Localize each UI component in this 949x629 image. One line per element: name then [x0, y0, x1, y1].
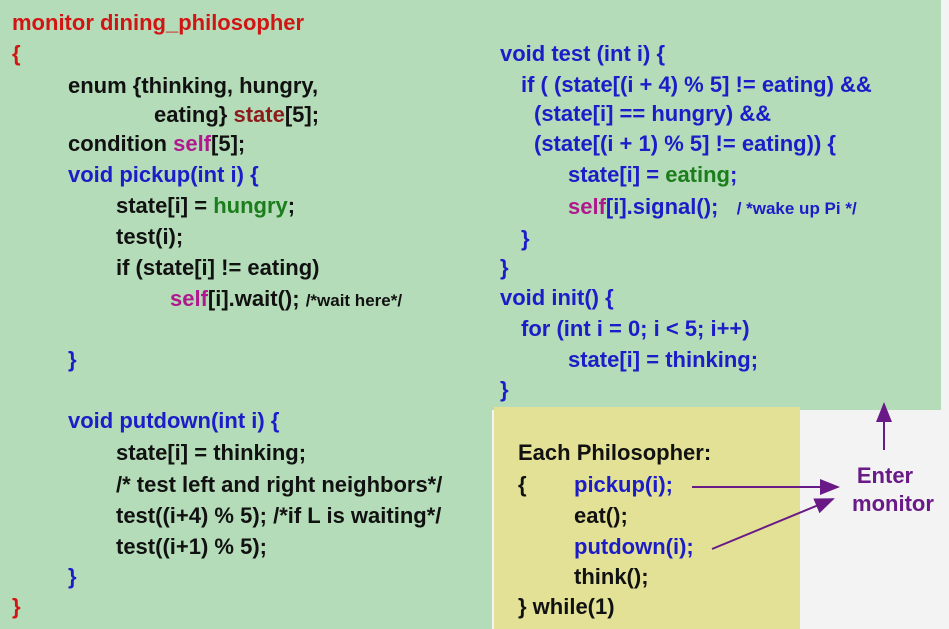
putdown-close: } [68, 564, 77, 589]
test-close: } [500, 255, 509, 280]
monitor-title: monitor dining_philosopher [12, 10, 305, 35]
pickup-signature: void pickup(int i) { [68, 162, 259, 187]
monitor-open-brace: { [12, 41, 21, 66]
pickup-line-2: test(i); [116, 224, 184, 249]
philosopher-heading: Each Philosopher: [518, 440, 712, 465]
test-line-5: self[i].signal(); / *wake up Pi */ [568, 194, 857, 219]
enum-line-2: eating} state[5]; [154, 102, 320, 127]
test-signature: void test (int i) { [500, 41, 665, 66]
monitor-close-brace: } [12, 594, 21, 619]
test-inner-close: } [521, 226, 530, 251]
wake-comment: / *wake up Pi */ [736, 199, 857, 218]
philosopher-eat: eat(); [574, 503, 628, 528]
philosopher-think: think(); [574, 564, 649, 589]
self-keyword: self [173, 131, 212, 156]
test-line-1: if ( (state[(i + 4) % 5] != eating) && [521, 72, 872, 97]
init-signature: void init() { [500, 285, 614, 310]
pickup-line-3: if (state[i] != eating) [116, 255, 320, 280]
hungry-value: hungry [213, 193, 288, 218]
test-line-4: state[i] = eating; [568, 162, 738, 187]
state-array-name: state [233, 102, 285, 127]
init-line-1: for (int i = 0; i < 5; i++) [521, 316, 750, 341]
putdown-line-4: test((i+1) % 5); [116, 534, 267, 559]
init-close: } [500, 377, 509, 402]
pickup-close: } [68, 347, 77, 372]
monitor-label: monitor [852, 491, 934, 516]
putdown-signature: void putdown(int i) { [68, 408, 280, 433]
monitor-panel-right [492, 0, 941, 410]
pickup-line-4: self[i].wait(); /*wait here*/ [170, 286, 403, 311]
test-line-2: (state[i] == hungry) && [534, 101, 772, 126]
putdown-line-3: test((i+4) % 5); /*if L is waiting*/ [116, 503, 442, 528]
pickup-line-1: state[i] = hungry; [116, 193, 296, 218]
putdown-line-1: state[i] = thinking; [116, 440, 307, 465]
philosopher-pickup: pickup(i); [574, 472, 673, 497]
condition-line: condition self[5]; [68, 131, 246, 156]
enum-line: enum {thinking, hungry, [68, 73, 319, 98]
enter-label: Enter [856, 463, 914, 488]
wait-comment: /*wait here*/ [305, 291, 403, 310]
philosopher-open-brace: { [518, 472, 527, 497]
monitor-panel-left [0, 0, 492, 629]
philosopher-putdown: putdown(i); [574, 534, 694, 559]
test-line-3: (state[(i + 1) % 5] != eating)) { [534, 131, 836, 156]
init-line-2: state[i] = thinking; [568, 347, 759, 372]
philosopher-end: } while(1) [518, 594, 615, 619]
putdown-line-2: /* test left and right neighbors*/ [116, 472, 443, 497]
eating-value: eating [665, 162, 730, 187]
